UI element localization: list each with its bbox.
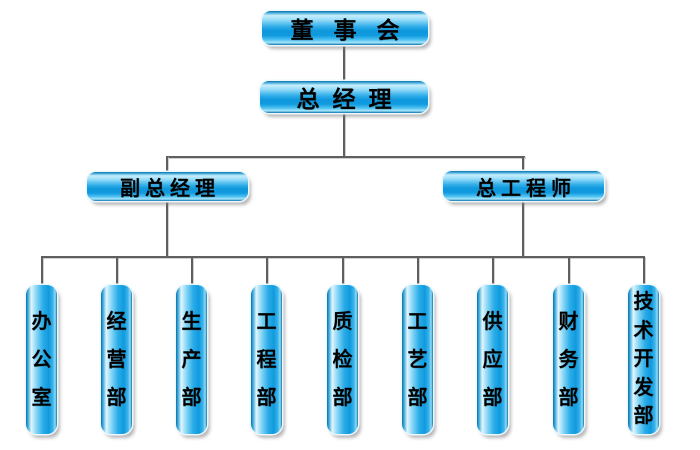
connector-line [568, 257, 570, 285]
node-board-of-directors: 董事会 [262, 11, 428, 45]
node-label: 质检部 [332, 310, 353, 409]
connector-line [417, 257, 419, 285]
node-label: 工艺部 [407, 310, 428, 409]
node-deputy-general-manager: 副总经理 [87, 172, 248, 201]
node-dept-supply: 供应部 [477, 285, 508, 434]
node-label: 总工程师 [476, 177, 576, 200]
connector-line [191, 257, 193, 285]
node-dept-engineering: 工程部 [251, 285, 282, 434]
connector-line [522, 201, 524, 257]
node-general-manager: 总经理 [260, 81, 428, 113]
connector-line [342, 257, 344, 285]
node-label: 财务部 [558, 310, 579, 409]
connector-line [343, 45, 345, 82]
node-label: 总经理 [296, 86, 405, 112]
connector-line [522, 156, 524, 172]
node-dept-quality: 质检部 [327, 285, 358, 434]
node-label: 生产部 [181, 310, 202, 409]
node-dept-office: 办公室 [26, 285, 57, 434]
node-label: 副总经理 [120, 178, 220, 200]
connector-line [643, 257, 645, 285]
node-label: 董事会 [290, 17, 420, 43]
connector-line [116, 257, 118, 285]
node-label: 经营部 [106, 310, 127, 409]
connector-line [166, 201, 168, 257]
node-label: 工程部 [256, 310, 277, 409]
node-label: 技术开发部 [633, 291, 654, 428]
node-dept-finance: 财务部 [553, 285, 584, 434]
connector-line [41, 257, 43, 285]
connector-line [266, 257, 268, 285]
connector-line [166, 156, 525, 158]
node-dept-process: 工艺部 [402, 285, 433, 434]
connector-line [343, 113, 345, 157]
node-dept-production: 生产部 [176, 285, 207, 434]
node-dept-business: 经营部 [101, 285, 132, 434]
node-label: 办公室 [31, 310, 52, 409]
connector-line [166, 156, 168, 173]
connector-line [492, 257, 494, 285]
node-label: 供应部 [482, 310, 503, 409]
node-chief-engineer: 总工程师 [443, 171, 604, 201]
node-dept-tech-development: 技术开发部 [628, 285, 659, 434]
